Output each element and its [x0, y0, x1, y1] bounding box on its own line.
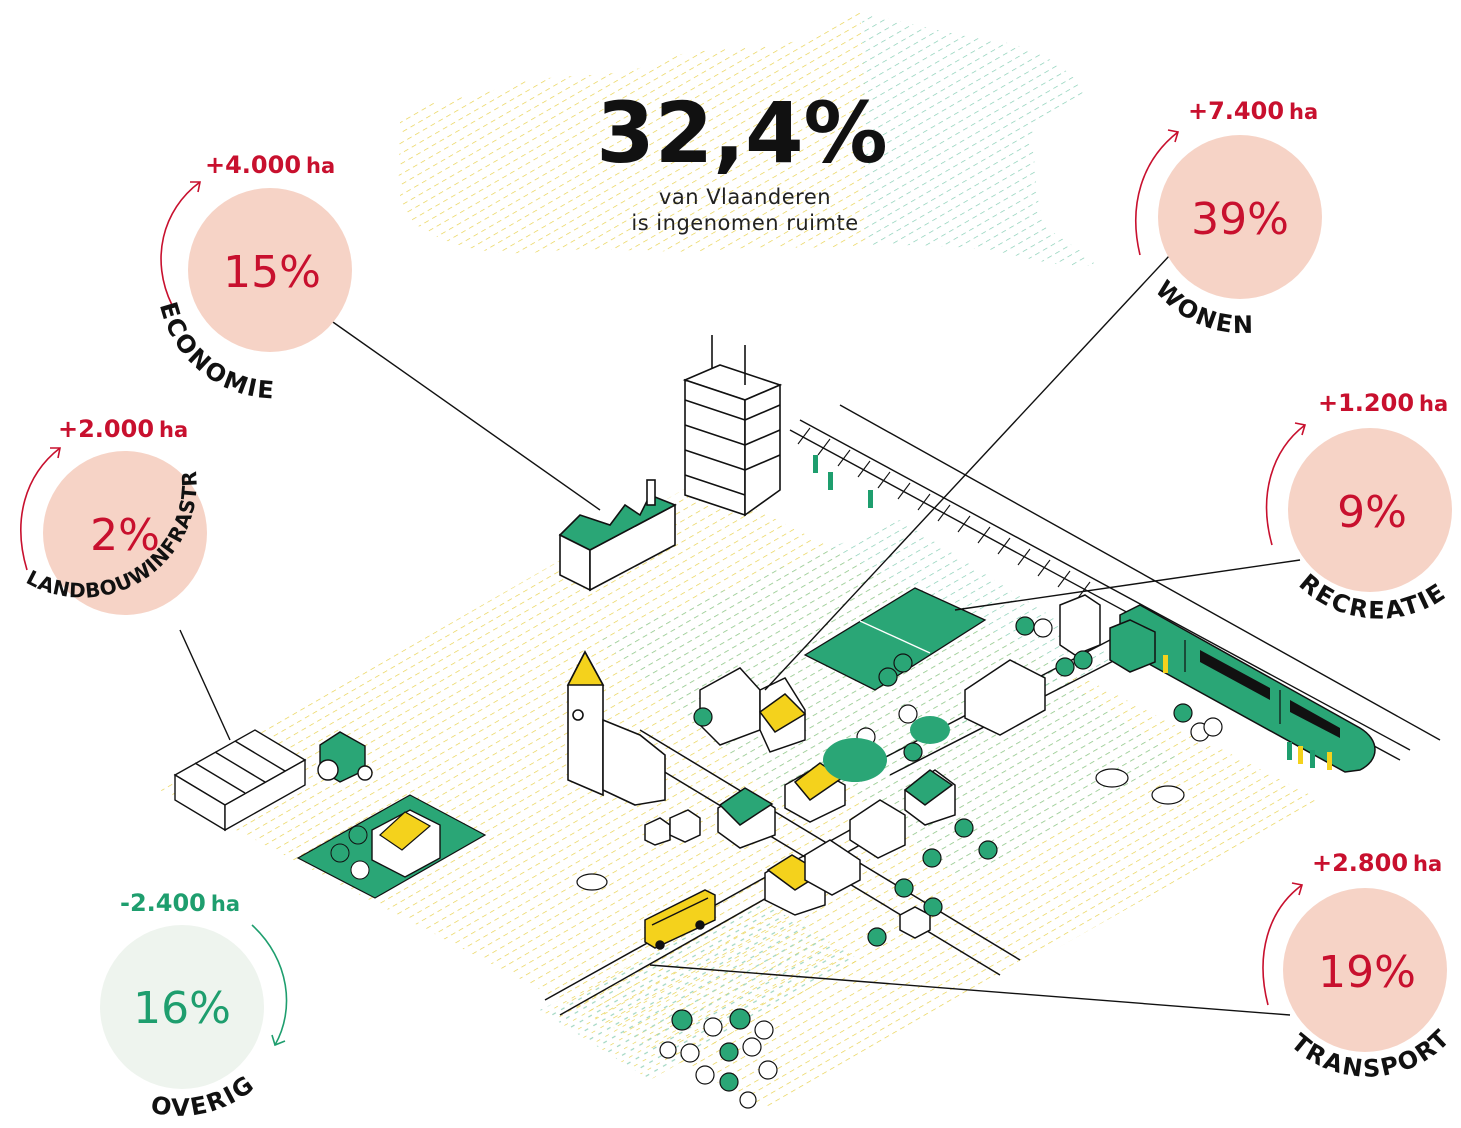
park — [823, 716, 950, 782]
greenhouses — [173, 729, 307, 832]
recreatie-percent: 9% — [1337, 487, 1407, 538]
wonen-arrow — [1134, 131, 1179, 256]
transport-percent: 19% — [1318, 947, 1416, 998]
economie-percent: 15% — [223, 247, 321, 298]
railway-ties — [797, 427, 1091, 599]
church — [566, 650, 666, 806]
people — [813, 455, 1332, 770]
transport-arrow — [1262, 884, 1303, 1006]
wonen-percent: 39% — [1191, 194, 1289, 245]
recreatie-circle — [1288, 428, 1452, 592]
headline-line-2: is ingenomen ruimte — [631, 211, 858, 235]
headline-value: 32,4% — [596, 84, 887, 182]
overig-arrow — [251, 924, 288, 1046]
office-tower — [682, 335, 783, 517]
train — [1119, 604, 1376, 773]
trees — [659, 616, 1223, 1109]
headline-line-1: van Vlaanderen — [659, 185, 831, 209]
factory — [558, 479, 677, 592]
overig-circle — [100, 925, 264, 1089]
transport-circle — [1283, 888, 1447, 1052]
landbouw-circle — [43, 451, 207, 615]
wonen-circle — [1158, 135, 1322, 299]
cows — [576, 768, 1185, 891]
connector-lines — [179, 254, 1301, 1016]
football-pitch — [803, 587, 987, 691]
farm-plot — [296, 794, 487, 899]
economie-circle — [188, 188, 352, 352]
landbouw-arrow — [20, 447, 61, 571]
bus — [644, 889, 716, 950]
economie-arrow — [160, 181, 201, 306]
tractor — [317, 731, 373, 783]
headline: 32,4% van Vlaanderen is ingenomen ruimte — [596, 84, 887, 235]
flanders-map — [398, 12, 1095, 267]
recreatie-arrow — [1265, 424, 1306, 546]
houses — [644, 594, 1156, 939]
landbouw-percent: 2% — [90, 510, 160, 561]
overig-percent: 16% — [133, 983, 231, 1034]
